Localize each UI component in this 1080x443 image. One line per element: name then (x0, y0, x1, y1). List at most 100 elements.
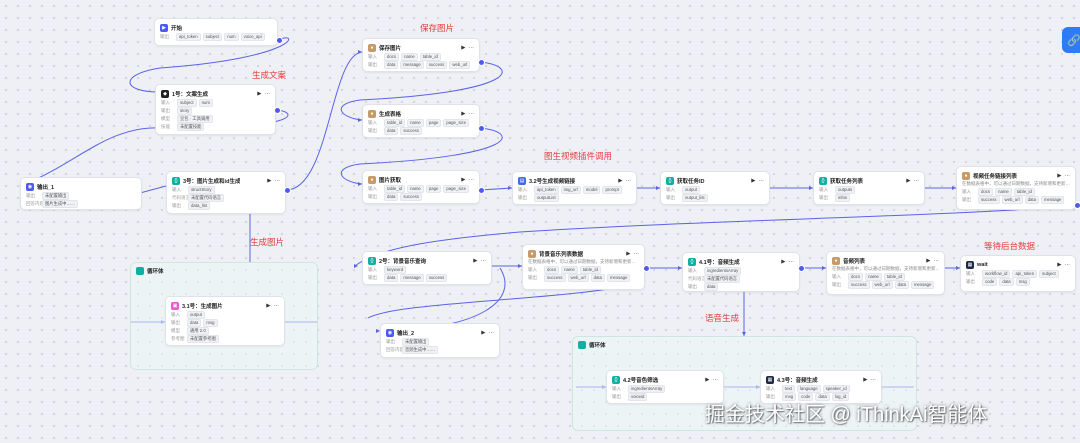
watermark: 掘金技术社区 @ iThinkAi智能体 (705, 404, 988, 426)
node-title: 2号：背景音乐查询 (379, 258, 427, 265)
start-icon: ▶ (160, 23, 168, 32)
more-icon[interactable]: ··· (480, 257, 487, 264)
node-port[interactable] (274, 107, 281, 114)
share-link-icon[interactable]: 🔗 (1062, 27, 1080, 53)
more-icon[interactable]: ··· (933, 257, 940, 264)
more-icon[interactable]: ··· (625, 177, 632, 184)
node-description: 在数据表格中，可以通过日期数据，支持新增和更新… (528, 259, 636, 264)
more-icon[interactable]: ··· (273, 302, 280, 309)
node-port[interactable] (643, 265, 650, 272)
run-icon[interactable]: ▶ (1057, 261, 1062, 268)
plugin-icon: ● (962, 171, 970, 180)
code-icon: {} (612, 375, 620, 384)
run-icon[interactable]: ▶ (461, 176, 466, 183)
run-icon[interactable]: ▶ (626, 250, 631, 257)
node-video-link-list[interactable]: ●视频任务链接列表▶··· 在数据表格中，可以通过日期数据，支持新增和更新… 输… (956, 166, 1076, 210)
node-title: 获取任务ID (677, 178, 705, 185)
more-icon[interactable]: ··· (468, 44, 475, 51)
annotation-gen-image: 生成图片 (250, 237, 285, 247)
node-title: 图片获取 (379, 177, 402, 184)
plugin-icon: ● (528, 249, 536, 258)
more-icon[interactable]: ··· (758, 177, 765, 184)
more-icon[interactable]: ··· (468, 176, 475, 183)
run-icon[interactable]: ▶ (461, 110, 466, 117)
node-title: 获取任务列表 (830, 178, 864, 185)
node-port[interactable] (284, 187, 291, 194)
run-icon[interactable]: ▶ (481, 329, 486, 336)
annotation-plugin-call: 图生视频插件调用 (544, 151, 613, 161)
more-icon[interactable]: ··· (1064, 261, 1071, 268)
node-title: 保存图片 (379, 45, 402, 52)
more-icon[interactable]: ··· (468, 110, 475, 117)
node-title: wait (977, 261, 988, 268)
node-port[interactable] (478, 187, 485, 194)
annotation-wait-bg: 等待后台数据 (984, 241, 1036, 251)
node-title: 3.2号生成视频链接 (529, 178, 576, 185)
loop-icon (578, 341, 586, 349)
node-music-list[interactable]: ●背景音乐列表数据▶··· 在数据表格中，可以通过日期数据，支持新增和更新… 输… (522, 244, 645, 290)
node-port[interactable] (478, 59, 485, 66)
run-icon[interactable]: ▶ (906, 177, 911, 184)
run-icon[interactable]: ▶ (473, 257, 478, 264)
more-icon[interactable]: ··· (788, 258, 795, 265)
node-port[interactable] (798, 265, 805, 272)
workflow-icon: ▦ (766, 375, 774, 384)
node-title: 生成表格 (379, 111, 402, 118)
node-port[interactable] (1074, 202, 1080, 209)
more-icon[interactable]: ··· (913, 177, 920, 184)
node-title: 4.3号：音频生成 (777, 377, 818, 384)
node-description: 在数据表格中，可以通过日期数据，支持新增和更新… (832, 266, 939, 271)
workflow-icon: ▦ (966, 260, 974, 269)
node-output-2[interactable]: ◉输出_2▶··· 输出未配置输出 回答内容音频生成中…… (380, 323, 500, 358)
node-title: 开始 (171, 25, 183, 32)
plugin-icon: ● (368, 43, 376, 52)
more-icon[interactable]: ··· (264, 90, 271, 97)
output-icon: ◉ (26, 182, 34, 191)
more-icon[interactable]: ··· (633, 250, 640, 257)
node-output-1[interactable]: ◉输出_1 输出未配置输出 回答内容图片生成中…… (20, 177, 142, 210)
more-icon[interactable]: ··· (1064, 172, 1071, 179)
run-icon[interactable]: ▶ (618, 177, 623, 184)
node-title: 背景音乐列表数据 (539, 251, 584, 258)
run-icon[interactable]: ▶ (267, 177, 272, 184)
more-icon[interactable]: ··· (870, 376, 877, 383)
node-title: 视频任务链接列表 (973, 173, 1018, 180)
node-port[interactable] (276, 37, 283, 44)
more-icon[interactable]: ··· (712, 376, 719, 383)
code-icon: {} (666, 176, 674, 185)
run-icon[interactable]: ▶ (751, 177, 756, 184)
run-icon[interactable]: ▶ (266, 302, 271, 309)
node-port[interactable] (478, 125, 485, 132)
plugin-icon: ● (832, 256, 840, 265)
run-icon[interactable]: ▶ (863, 376, 868, 383)
annotation-gen-copy: 生成文案 (252, 70, 287, 80)
more-icon[interactable]: ··· (274, 177, 281, 184)
code-icon: {} (172, 176, 180, 185)
annotation-voice-gen: 语音生成 (705, 313, 740, 323)
run-icon[interactable]: ▶ (926, 257, 931, 264)
run-icon[interactable]: ▶ (705, 376, 710, 383)
run-icon[interactable]: ▶ (257, 90, 262, 97)
run-icon[interactable]: ▶ (461, 44, 466, 51)
more-icon[interactable]: ··· (488, 329, 495, 336)
node-title: 3号：图片生成和id生成 (183, 178, 241, 185)
run-icon[interactable]: ▶ (1057, 172, 1062, 179)
run-icon[interactable]: ▶ (781, 258, 786, 265)
